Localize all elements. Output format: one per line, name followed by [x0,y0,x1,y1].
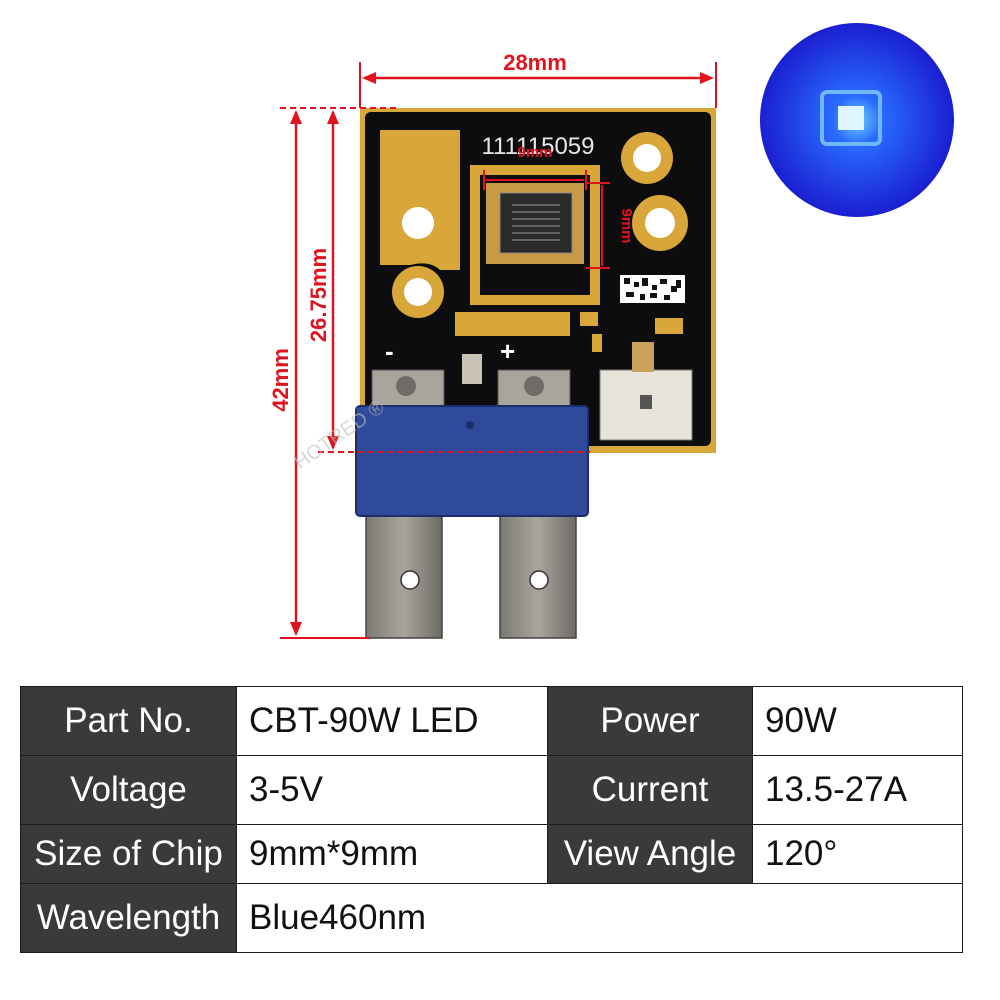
pcb-board [360,108,716,453]
dimension-board-height: 26.75mm [306,110,590,453]
dimension-board-height-label: 26.75mm [306,248,331,342]
spec-value-chip-size: 9mm*9mm [236,824,548,884]
table-row: Wavelength Blue460nm [20,883,963,953]
dimension-chip-width-label: 9mm [517,144,552,161]
spec-table: Part No. CBT-90W LED Power 90W Voltage 3… [20,686,963,953]
spec-label-chip-size: Size of Chip [20,824,237,884]
polarity-minus: - [385,336,394,366]
terminal-legs [365,504,577,639]
dimension-chip-height-label: 9mm [618,208,635,243]
spec-value-view-angle: 120° [752,824,963,884]
dimension-chip-width: 9mm [483,144,587,190]
product-figure: 111115059 - + 28mm 42mm 26.75mm 9m [268,23,954,639]
dimension-total-height: 42mm [268,107,398,639]
polarity-plus: + [500,336,515,366]
spec-value-part-no: CBT-90W LED [236,686,548,756]
table-row: Size of Chip 9mm*9mm View Angle 120° [20,824,963,884]
spec-label-part-no: Part No. [20,686,237,756]
spec-label-voltage: Voltage [20,755,237,825]
blue-glow-inset [760,23,954,217]
dimension-chip-height: 9mm [586,182,635,269]
spec-value-current: 13.5-27A [752,755,963,825]
serial-number: 111115059 [481,133,594,160]
dimension-total-height-label: 42mm [268,348,293,412]
spec-label-power: Power [547,686,753,756]
spec-label-wavelength: Wavelength [20,883,237,953]
spec-value-power: 90W [752,686,963,756]
blue-connector [355,405,589,517]
dimension-width-label: 28mm [503,50,567,75]
table-row: Voltage 3-5V Current 13.5-27A [20,755,963,825]
spec-label-current: Current [547,755,753,825]
spec-label-view-angle: View Angle [547,824,753,884]
spec-value-voltage: 3-5V [236,755,548,825]
spec-value-wavelength: Blue460nm [236,883,963,953]
dimension-width: 28mm [359,50,717,108]
table-row: Part No. CBT-90W LED Power 90W [20,686,963,756]
